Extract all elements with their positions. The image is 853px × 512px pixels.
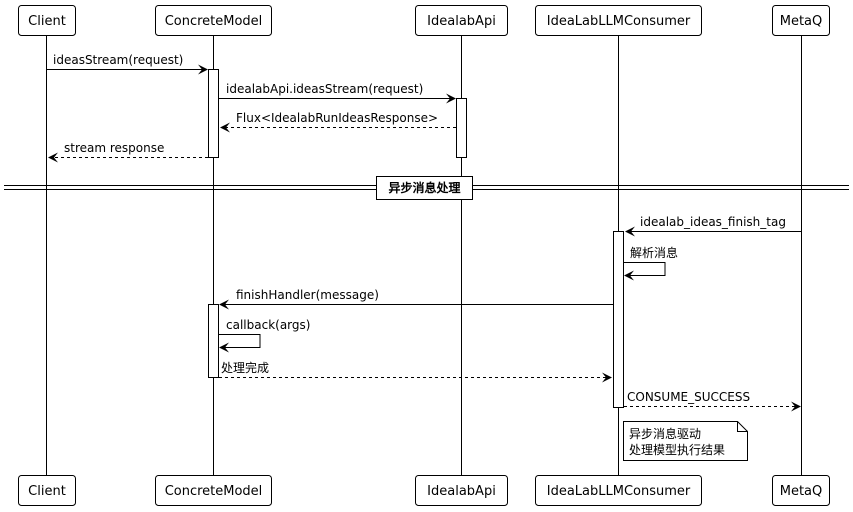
participant-concrete-model-bottom: ConcreteModel xyxy=(155,475,272,506)
message-label: idealab_ideas_finish_tag xyxy=(640,215,786,229)
message-label: 解析消息 xyxy=(630,245,678,260)
divider: 异步消息处理 xyxy=(4,176,849,200)
message-6-self: 解析消息 xyxy=(624,245,678,281)
participant-metaq-bottom: MetaQ xyxy=(772,475,830,506)
message-label: ideasStream(request) xyxy=(53,53,183,67)
participant-concrete-model-top: ConcreteModel xyxy=(155,5,272,36)
participant-label: ConcreteModel xyxy=(165,484,263,499)
activations xyxy=(208,69,624,408)
participant-client-top: Client xyxy=(18,5,76,36)
participant-idealab-api-bottom: IdealabApi xyxy=(415,475,508,506)
participant-label: MetaQ xyxy=(780,14,823,29)
participant-consumer-bottom: IdeaLabLLMConsumer xyxy=(535,475,702,506)
message-2: idealabApi.ideasStream(request) xyxy=(219,82,456,104)
message-3: Flux<IdealabRunIdeasResponse> xyxy=(220,111,456,133)
message-9: 处理完成 xyxy=(219,360,612,383)
activation-consumer xyxy=(613,231,624,408)
participant-label: ConcreteModel xyxy=(165,14,263,29)
participant-consumer-top: IdeaLabLLMConsumer xyxy=(535,5,702,36)
message-label: 处理完成 xyxy=(221,360,269,375)
message-8-self: callback(args) xyxy=(219,318,310,353)
participant-label: MetaQ xyxy=(780,484,823,499)
participant-label: IdeaLabLLMConsumer xyxy=(547,14,691,29)
participant-idealab-api-top: IdealabApi xyxy=(415,5,508,36)
message-1: ideasStream(request) xyxy=(47,53,208,75)
message-label: CONSUME_SUCCESS xyxy=(627,390,750,404)
note: 异步消息驱动 处理模型执行结果 xyxy=(623,421,748,461)
message-7: finishHandler(message) xyxy=(219,288,613,310)
message-label: finishHandler(message) xyxy=(236,288,379,302)
participant-label: Client xyxy=(28,484,66,499)
participant-label: IdealabApi xyxy=(427,14,496,29)
message-label: idealabApi.ideasStream(request) xyxy=(226,82,423,96)
activation-concrete-model-1 xyxy=(208,69,219,158)
participant-label: Client xyxy=(28,14,66,29)
message-label: Flux<IdealabRunIdeasResponse> xyxy=(236,111,438,125)
activation-idealab-api xyxy=(456,98,467,158)
activation-concrete-model-2 xyxy=(208,304,219,378)
participant-client-bottom: Client xyxy=(18,475,76,506)
message-4: stream response xyxy=(48,141,208,163)
lifelines xyxy=(46,35,802,475)
message-label: callback(args) xyxy=(226,318,310,332)
note-line-1: 异步消息驱动 xyxy=(629,426,701,441)
message-5: idealab_ideas_finish_tag xyxy=(625,215,801,237)
divider-label: 异步消息处理 xyxy=(388,180,460,195)
message-10: CONSUME_SUCCESS xyxy=(624,390,801,412)
note-line-2: 处理模型执行结果 xyxy=(629,443,725,457)
participant-label: IdeaLabLLMConsumer xyxy=(547,484,691,499)
message-label: stream response xyxy=(64,141,164,155)
participant-metaq-top: MetaQ xyxy=(772,5,830,36)
participant-label: IdealabApi xyxy=(427,484,496,499)
